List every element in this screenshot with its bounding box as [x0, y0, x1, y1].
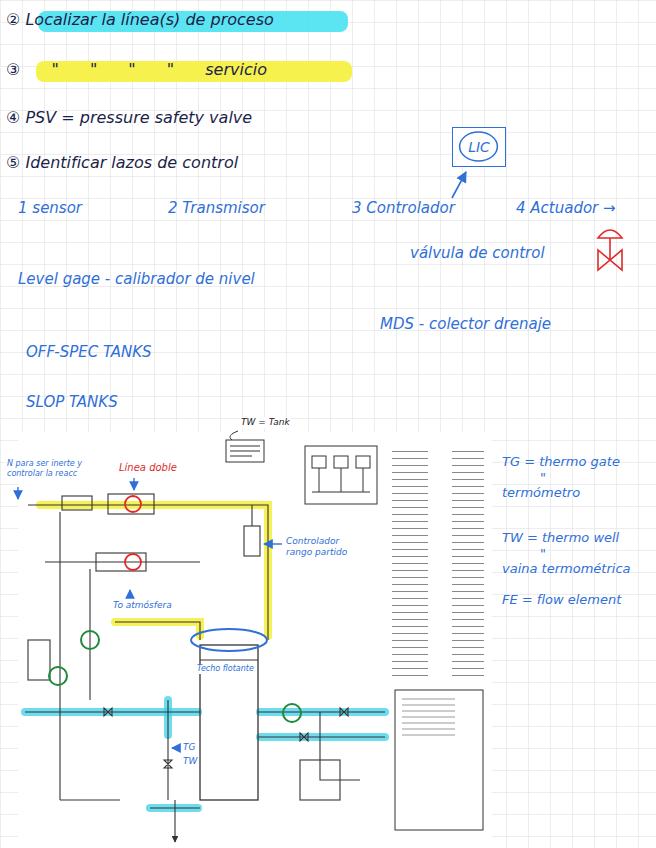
abbreviation-note: vaina termométrica: [502, 561, 631, 577]
instrument-tag-box: LIC: [452, 127, 506, 167]
line-highlights: [25, 505, 385, 808]
instrument-tag: LIC: [468, 139, 490, 155]
pid-title-box: [395, 690, 483, 830]
abbreviation-note: termómetro: [502, 485, 580, 501]
pid-inset-box: [305, 446, 377, 504]
abbreviation-note: TG = thermo gate: [502, 454, 620, 470]
sheet-annotation: Controlador rango partido: [285, 536, 369, 558]
definition-note: MDS - colector drenaje: [380, 315, 551, 333]
loop-element: 4 Actuador →: [516, 199, 616, 217]
control-valve-symbol: [598, 230, 622, 270]
annotation-arrows: [18, 478, 282, 748]
green-circle-marks: [49, 631, 301, 722]
pid-sheet: [18, 432, 492, 848]
tank-note: SLOP TANKS: [26, 393, 118, 411]
sheet-annotation: To atmósfera: [112, 600, 173, 611]
sheet-annotation: Línea doble: [118, 462, 178, 474]
definition-note: Level gage - calibrador de nivel: [18, 270, 255, 288]
sheet-annotation: Techo flotante: [196, 664, 255, 674]
abbreviation-note: TW = thermo well: [502, 530, 619, 546]
roof-mark: [191, 629, 267, 651]
instrument-circle: [460, 132, 498, 161]
step-note: ③ " " " " servicio: [6, 60, 267, 79]
ditto-mark: ": [540, 546, 546, 562]
loop-element: 2 Transmisor: [168, 199, 265, 217]
valve-note: válvula de control: [410, 244, 545, 262]
red-circle-marks: [125, 496, 141, 570]
abbreviation-note: FE = flow element: [502, 592, 621, 608]
step-note: ② Localizar la línea(s) de proceso: [6, 10, 274, 29]
leader-arrow: [452, 172, 466, 198]
pid-title-block: [226, 440, 264, 462]
ditto-mark: ": [540, 470, 546, 486]
step-note: ⑤ Identificar lazos de control: [6, 153, 238, 172]
leader-line: [230, 431, 238, 440]
sheet-annotation: TG: [182, 742, 196, 753]
step-note: ④ PSV = pressure safety valve: [6, 108, 252, 127]
pid-notes: [392, 446, 484, 682]
sheet-annotation: TW = Tank: [240, 417, 291, 428]
process-piping: [25, 494, 385, 842]
pid-notes: [398, 694, 480, 736]
sheet-annotation: TW: [182, 756, 198, 767]
floating-roof: [200, 660, 258, 661]
tank-note: OFF-SPEC TANKS: [26, 343, 152, 361]
loop-element: 1 sensor: [18, 199, 82, 217]
sheet-annotation: N para ser inerte y controlar la reacc: [6, 459, 104, 478]
loop-element: 3 Controlador: [352, 199, 455, 217]
